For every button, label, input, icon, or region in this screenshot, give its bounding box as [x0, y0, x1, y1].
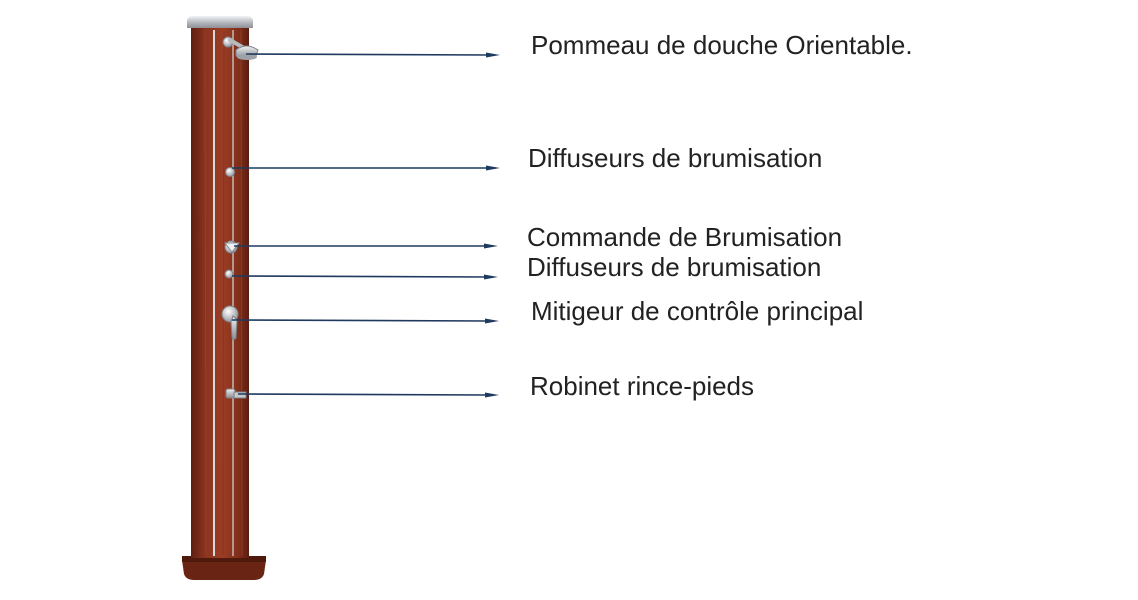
foot-rinse-tap-icon: [225, 388, 247, 399]
leader-line: [245, 53, 491, 56]
leader-line: [231, 319, 489, 322]
label-misting-control: Commande de Brumisation: [527, 222, 843, 252]
misting-control-icon: [223, 240, 241, 254]
label-misting-diffusers-bottom: Diffuseurs de brumisation: [527, 252, 822, 282]
label-misting-diffusers-top: Diffuseurs de brumisation: [528, 143, 823, 173]
mixer-tap-icon: [221, 305, 239, 340]
shower-head-icon: [222, 36, 259, 60]
label-shower-head: Pommeau de douche Orientable.: [531, 30, 913, 60]
shower-column: [191, 26, 249, 558]
misting-diffuser-icon: [225, 167, 235, 177]
misting-diffuser-icon: [224, 269, 234, 279]
base-plate: [182, 556, 266, 580]
leader-line: [231, 275, 488, 278]
label-main-mixer: Mitigeur de contrôle principal: [531, 296, 864, 326]
label-foot-rinse-tap: Robinet rince-pieds: [530, 371, 755, 401]
leader-lines: [231, 52, 500, 398]
leader-line: [237, 393, 489, 396]
top-cap: [187, 16, 253, 28]
